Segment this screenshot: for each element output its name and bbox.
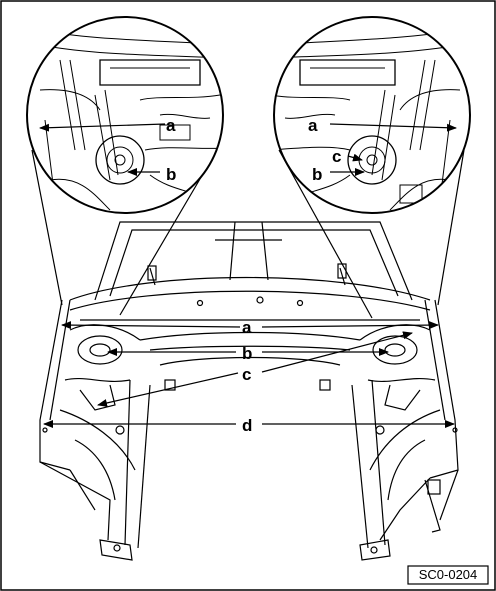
- label-b-right-detail: b: [312, 165, 322, 184]
- dim-a-left-detail: [39, 123, 166, 132]
- dim-c-right-detail: [347, 153, 363, 162]
- label-a-main: a: [242, 318, 252, 337]
- label-c-main: c: [242, 365, 251, 384]
- dim-c-right: [261, 331, 413, 373]
- measurement-lines: [43, 321, 455, 428]
- label-b-left-detail: b: [166, 165, 176, 184]
- label-a-left-detail: a: [166, 116, 176, 135]
- label-d-main: d: [242, 416, 252, 435]
- detail-circle-left: a b: [26, 16, 224, 214]
- vehicle-front-structure: [39, 221, 459, 561]
- figure-code: SC0-0204: [419, 567, 478, 582]
- dim-a-right-detail: [329, 123, 457, 132]
- label-c-right-detail: c: [332, 147, 341, 166]
- detail-circle-right: a c b: [273, 16, 471, 214]
- dim-a-left: [61, 321, 241, 330]
- label-b-main: b: [242, 344, 252, 363]
- dim-c-left: [97, 372, 239, 407]
- figure-code-box: SC0-0204: [407, 565, 489, 585]
- label-a-right-detail: a: [308, 116, 318, 135]
- dim-a-right: [261, 321, 439, 330]
